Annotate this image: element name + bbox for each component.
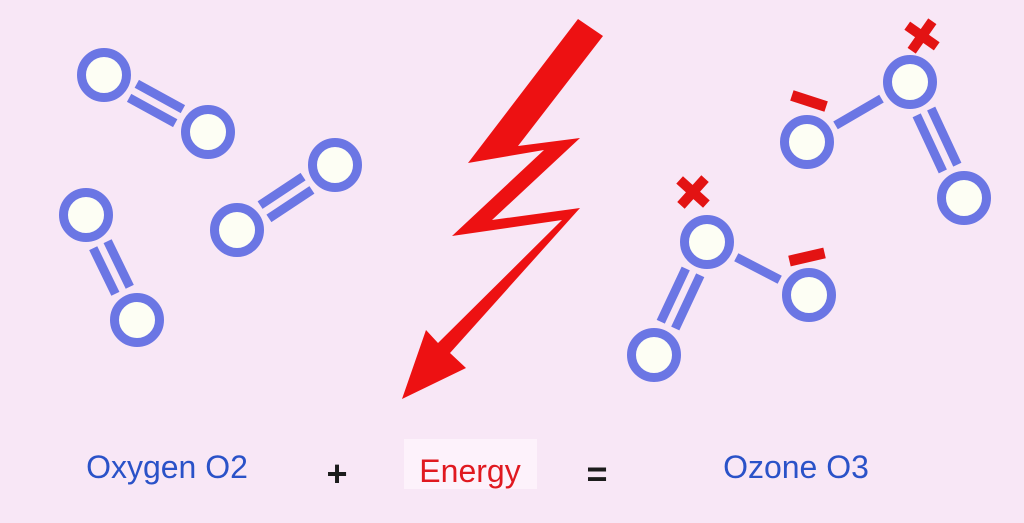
energy-label: Energy — [419, 453, 520, 489]
single-bond — [833, 94, 884, 130]
plus-operator: + — [326, 453, 347, 494]
charge-stroke — [677, 175, 709, 209]
product-label: Ozone O3 — [723, 449, 869, 485]
oxygen-atom — [308, 138, 362, 192]
oxygen-atom — [680, 215, 734, 269]
double-bond — [656, 266, 690, 324]
double-bond — [134, 79, 186, 114]
double-bond — [912, 113, 947, 174]
lightning-bolt-arrow-icon — [402, 19, 603, 399]
charge-stroke — [907, 18, 937, 54]
plus-charge-icon — [676, 175, 710, 209]
ozone-molecule-2 — [627, 175, 836, 382]
plus-charge-icon — [904, 18, 940, 54]
ozone-molecule-1 — [780, 18, 991, 225]
oxygen-atom — [181, 105, 235, 159]
oxygen-atom — [110, 293, 164, 347]
oxygen-atom — [937, 171, 991, 225]
oxygen-atom — [782, 268, 836, 322]
oxygen-atom — [780, 115, 834, 169]
double-bond — [927, 106, 962, 167]
double-bond — [257, 172, 306, 209]
single-bond — [734, 253, 782, 284]
oxygen-molecule-1 — [77, 48, 235, 159]
oxygen-atom — [883, 55, 937, 109]
oxygen-molecule-2 — [59, 188, 164, 347]
oxygen-atom — [210, 203, 264, 257]
minus-charge-icon — [788, 247, 826, 267]
energy-label-box — [404, 439, 537, 489]
equals-operator: = — [586, 453, 607, 494]
oxygen-molecule-3 — [210, 138, 362, 257]
double-bond — [89, 246, 120, 296]
double-bond — [266, 186, 315, 223]
double-bond — [126, 93, 178, 128]
oxygen-atom — [627, 328, 681, 382]
minus-charge-icon — [790, 90, 828, 112]
reactant-label: Oxygen O2 — [86, 449, 248, 485]
charge-stroke — [788, 247, 826, 267]
charge-stroke — [790, 90, 828, 112]
double-bond — [671, 273, 705, 331]
oxygen-atom — [59, 188, 113, 242]
molecules-layer — [59, 18, 991, 382]
double-bond — [103, 239, 134, 289]
oxygen-atom — [77, 48, 131, 102]
